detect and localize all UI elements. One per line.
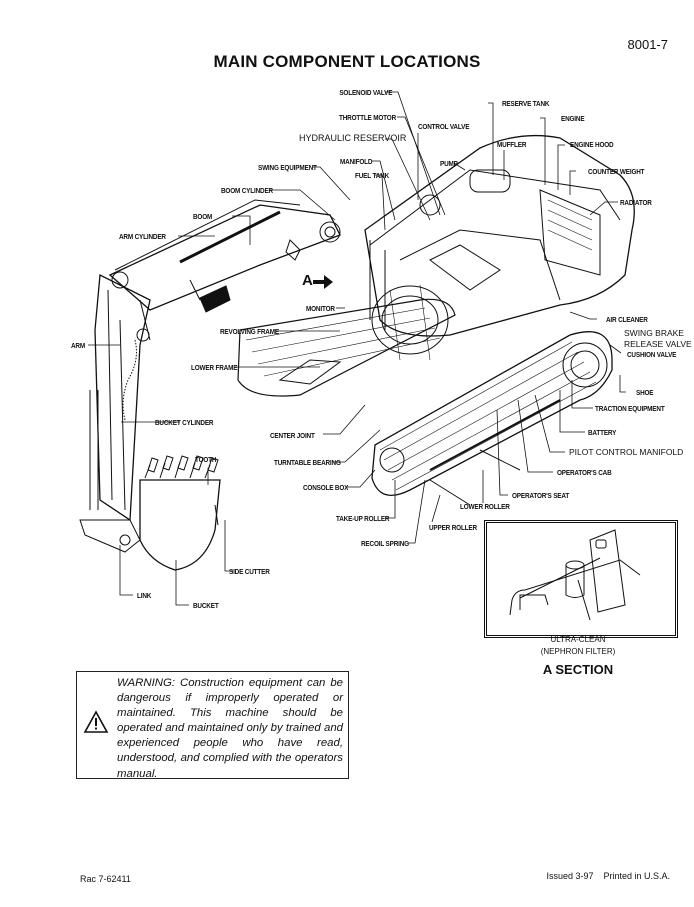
label-shoe: SHOE bbox=[636, 388, 654, 397]
label-solenoid-valve: SOLENOID VALVE bbox=[339, 88, 393, 97]
label-operators-cab: OPERATOR'S CAB bbox=[557, 468, 612, 477]
document-number: 8001-7 bbox=[627, 37, 668, 52]
label-bucket: BUCKET bbox=[193, 601, 219, 610]
label-battery: BATTERY bbox=[588, 428, 617, 437]
page-title: MAIN COMPONENT LOCATIONS bbox=[213, 52, 481, 71]
label-engine-hood: ENGINE HOOD bbox=[570, 140, 614, 149]
label-revolving-frame: REVOLVING FRAME bbox=[220, 327, 279, 336]
near-track bbox=[371, 331, 613, 506]
label-traction-equipment: TRACTION EQUIPMENT bbox=[595, 404, 665, 413]
label-control-valve: CONTROL VALVE bbox=[418, 122, 470, 131]
warning-text: WARNING: Construction equipment can be d… bbox=[117, 677, 343, 780]
label-radiator: RADIATOR bbox=[620, 198, 652, 207]
arm bbox=[89, 271, 151, 522]
label-manifold: MANIFOLD bbox=[340, 157, 373, 166]
label-reserve-tank: RESERVE TANK bbox=[502, 99, 550, 108]
label-swing-brake-line2: RELEASE VALVE bbox=[624, 339, 692, 349]
a-section-caption-line1: ULTRA-CLEAN bbox=[550, 635, 606, 644]
label-side-cutter: SIDE CUTTER bbox=[229, 567, 270, 576]
section-a-arrow bbox=[313, 275, 333, 289]
label-bucket-cylinder: BUCKET CYLINDER bbox=[155, 418, 214, 427]
label-take-up-roller: TAKE-UP ROLLER bbox=[336, 514, 390, 523]
label-engine: ENGINE bbox=[561, 114, 585, 123]
label-pump: PUMP bbox=[440, 159, 458, 168]
label-hydraulic-reservoir: HYDRAULIC RESERVOIR bbox=[299, 133, 407, 143]
label-lower-frame: LOWER FRAME bbox=[191, 363, 238, 372]
a-section-drawing bbox=[509, 529, 641, 621]
label-upper-roller: UPPER ROLLER bbox=[429, 523, 477, 532]
label-turntable-bearing: TURNTABLE BEARING bbox=[274, 458, 341, 467]
label-center-joint: CENTER JOINT bbox=[270, 431, 315, 440]
warning-box: WARNING: Construction equipment can be d… bbox=[76, 671, 349, 780]
warning-triangle-icon bbox=[83, 710, 109, 733]
label-link: LINK bbox=[137, 591, 152, 600]
section-a-marker: A bbox=[302, 272, 313, 289]
label-cushion-valve: CUSHION VALVE bbox=[627, 350, 677, 359]
label-recoil-spring: RECOIL SPRING bbox=[361, 539, 409, 548]
a-section-caption-line2: (NEPHRON FILTER) bbox=[540, 647, 616, 656]
label-monitor: MONITOR bbox=[306, 304, 335, 313]
label-swing-equipment: SWING EQUIPMENT bbox=[258, 163, 317, 172]
label-swing-brake-line1: SWING BRAKE bbox=[624, 328, 684, 338]
label-throttle-motor: THROTTLE MOTOR bbox=[339, 113, 397, 122]
leader-lines bbox=[88, 91, 626, 606]
label-fuel-tank: FUEL TANK bbox=[355, 171, 390, 180]
bucket bbox=[79, 455, 221, 571]
label-boom-cylinder: BOOM CYLINDER bbox=[221, 186, 273, 195]
boom bbox=[108, 199, 341, 341]
label-tooth: TOOTH bbox=[195, 455, 217, 464]
upper-structure bbox=[364, 134, 635, 361]
label-counter-weight: COUNTER WEIGHT bbox=[588, 167, 645, 176]
a-section-inset bbox=[484, 520, 678, 638]
label-console-box: CONSOLE BOX bbox=[303, 483, 349, 492]
label-arm-cylinder: ARM CYLINDER bbox=[119, 232, 166, 241]
label-muffler: MUFFLER bbox=[497, 140, 527, 149]
footer-issue-info: Issued 3-97 Printed in U.S.A. bbox=[546, 871, 670, 881]
label-lower-roller: LOWER ROLLER bbox=[460, 502, 510, 511]
footer-doc-code: Rac 7-62411 bbox=[80, 874, 131, 884]
a-section-title: A SECTION bbox=[542, 662, 614, 677]
label-arm: ARM bbox=[71, 341, 86, 350]
far-track bbox=[237, 298, 456, 397]
label-air-cleaner: AIR CLEANER bbox=[606, 315, 648, 324]
label-operators-seat: OPERATOR'S SEAT bbox=[512, 491, 570, 500]
label-pilot-control-manifold: PILOT CONTROL MANIFOLD bbox=[569, 447, 684, 457]
label-boom: BOOM bbox=[193, 212, 213, 221]
